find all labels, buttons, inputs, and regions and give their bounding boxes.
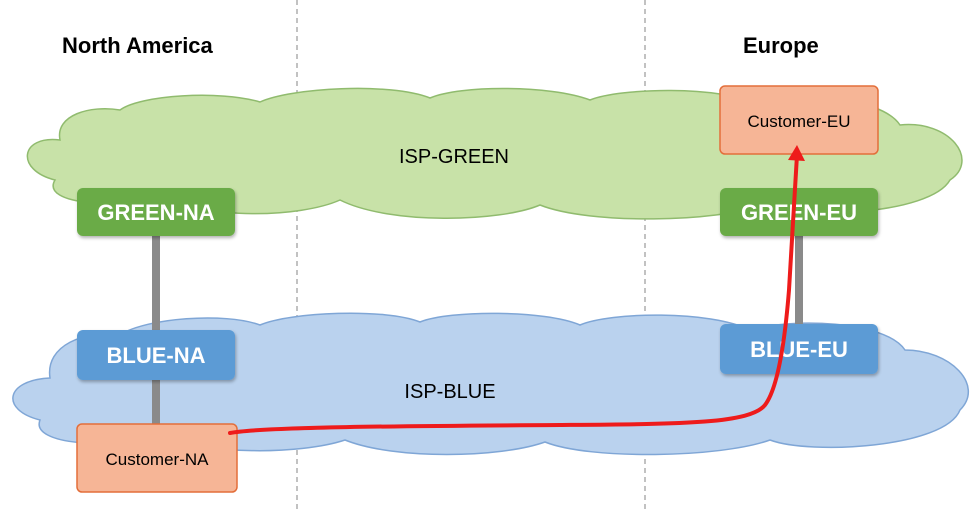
router-green-na: GREEN-NA	[77, 188, 235, 236]
traffic-path	[228, 153, 799, 435]
isp-blue-label: ISP-BLUE	[404, 381, 495, 403]
router-green-eu-label: GREEN-EU	[741, 200, 857, 225]
customer-na: Customer-NA	[76, 423, 238, 493]
traffic-path-arrowhead	[788, 145, 805, 161]
router-blue-na-label: BLUE-NA	[107, 343, 206, 368]
router-green-na-label: GREEN-NA	[97, 200, 214, 225]
customer-na-label: Customer-NA	[106, 450, 210, 469]
router-blue-na: BLUE-NA	[77, 330, 235, 380]
customer-eu-label: Customer-EU	[748, 112, 851, 131]
region-title-europe: Europe	[743, 33, 819, 58]
router-blue-eu: BLUE-EU	[720, 324, 878, 374]
router-green-eu: GREEN-EU	[720, 188, 878, 236]
router-blue-eu-label: BLUE-EU	[750, 337, 848, 362]
isp-green-label: ISP-GREEN	[399, 146, 509, 168]
region-title-north-america: North America	[62, 33, 214, 58]
customer-eu: Customer-EU	[719, 85, 879, 155]
